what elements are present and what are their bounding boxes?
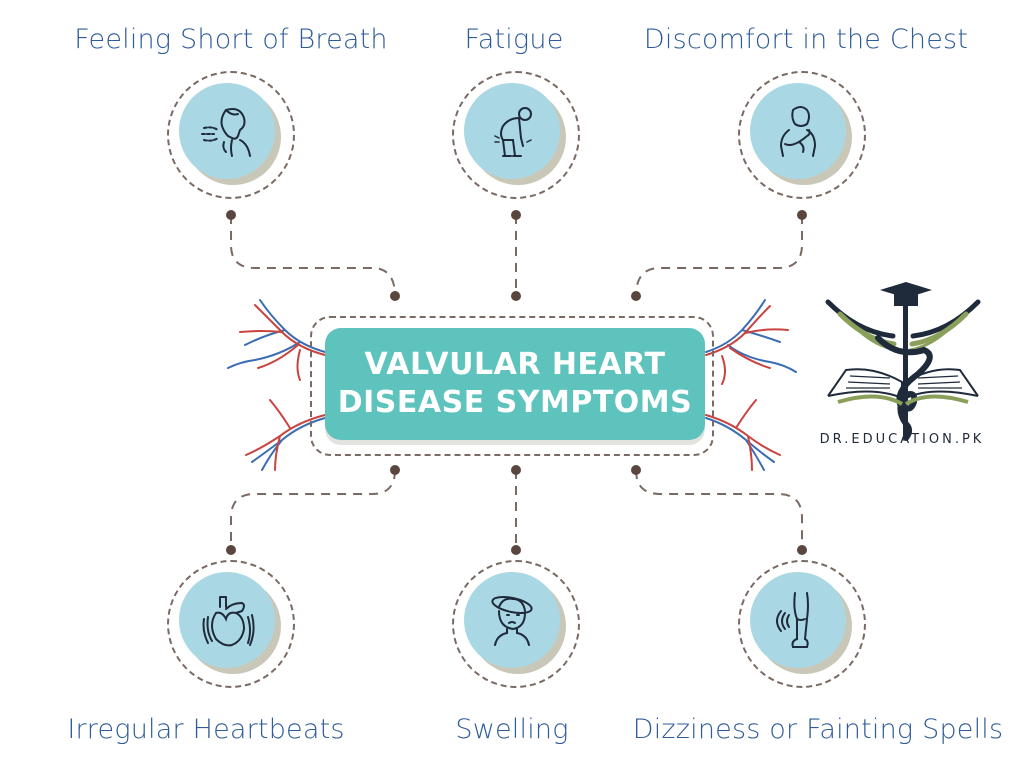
symptom-label-fatigue: Fatigue xyxy=(464,24,564,55)
center-dashed-frame xyxy=(310,316,714,456)
tired-person-icon xyxy=(494,107,532,157)
symptom-node-short-of-breath xyxy=(167,71,295,199)
center-title-box: VALVULAR HEART DISEASE SYMPTOMS xyxy=(325,328,705,440)
symptom-node-chest-discomfort xyxy=(738,71,866,199)
swollen-leg-icon xyxy=(776,592,809,648)
symptom-node-dizziness xyxy=(738,560,866,688)
symptom-node-irregular-heartbeats xyxy=(167,560,295,688)
symptom-label-short-of-breath: Feeling Short of Breath xyxy=(74,24,388,55)
symptom-node-swelling xyxy=(452,560,580,688)
title-line-1: VALVULAR HEART xyxy=(364,347,666,382)
symptom-label-swelling: Swelling xyxy=(455,714,569,745)
symptom-label-chest-discomfort: Discomfort in the Chest xyxy=(643,24,969,55)
breathless-person-icon xyxy=(201,108,251,157)
heart-icon xyxy=(202,596,255,647)
symptom-label-irregular-heartbeats: Irregular Heartbeats xyxy=(67,714,345,745)
title-line-2: DISEASE SYMPTOMS xyxy=(337,385,693,420)
dizzy-person-icon xyxy=(491,595,533,646)
blood-vessels-right xyxy=(705,299,797,471)
dr-education-logo xyxy=(825,282,981,441)
symptom-node-fatigue xyxy=(452,71,580,199)
symptom-label-dizziness: Dizziness or Fainting Spells xyxy=(632,714,1004,745)
logo-text: DR.EDUCATION.PK xyxy=(819,432,985,447)
chest-pain-person-icon xyxy=(779,106,817,157)
